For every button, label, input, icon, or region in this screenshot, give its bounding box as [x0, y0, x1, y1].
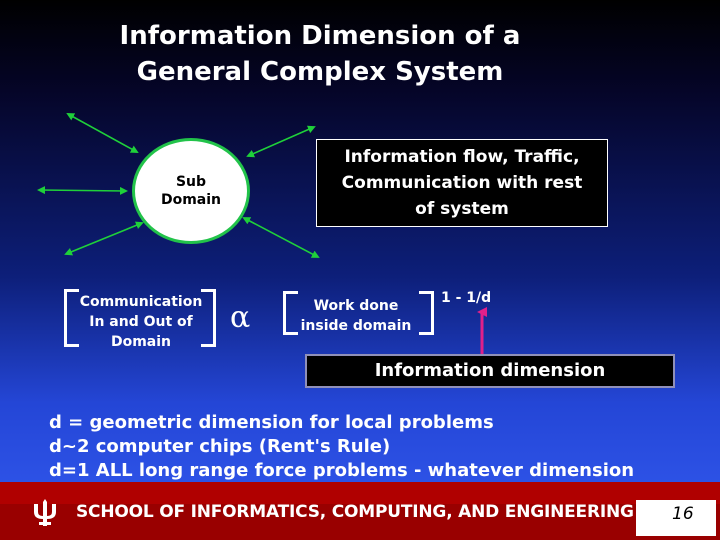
information-dimension-box: Information dimension: [305, 354, 675, 388]
information-flow-box: Information flow, Traffic, Communication…: [316, 139, 608, 227]
bullet-list: d = geometric dimension for local proble…: [49, 411, 634, 483]
infoflow-line-2: Communication with rest: [341, 173, 583, 193]
infoflow-line-1: Information flow, Traffic,: [344, 147, 580, 167]
communication-text: Communication In and Out of Domain: [76, 292, 206, 352]
sub-domain-circle: Sub Domain: [132, 138, 250, 244]
work-bracket-right: [419, 291, 434, 335]
arrow-top-right: [246, 125, 316, 158]
trident-icon: [34, 499, 56, 526]
title-line-2: General Complex System: [136, 57, 504, 87]
subdomain-line-2: Domain: [160, 192, 222, 208]
school-name: SCHOOL OF INFORMATICS, COMPUTING, AND EN…: [76, 502, 634, 522]
comm-line-3: Domain: [110, 334, 172, 350]
footer-top-stripe: [0, 482, 720, 504]
title-line-1: Information Dimension of a: [119, 21, 521, 51]
page-number: 16: [672, 504, 694, 524]
bullet-1: d = geometric dimension for local proble…: [49, 412, 494, 433]
arrow-left: [37, 186, 128, 195]
work-bracket-left: [283, 291, 298, 335]
comm-bracket-left: [64, 289, 79, 347]
proportional-symbol: α: [230, 300, 251, 335]
bullet-2: d~2 computer chips (Rent's Rule): [49, 436, 391, 457]
page-number-box: [636, 500, 716, 536]
exponent-label: 1 - 1/d: [441, 290, 492, 306]
work-done-text: Work done inside domain: [294, 296, 418, 336]
arrow-top-left: [66, 113, 139, 153]
bullet-3: d=1 ALL long range force problems - what…: [49, 460, 635, 481]
comm-line-2: In and Out of: [89, 314, 193, 330]
arrow-bottom-left: [64, 221, 144, 256]
arrow-bottom-right: [242, 217, 320, 258]
work-line-1: Work done: [313, 298, 399, 314]
slide-title: Information Dimension of a General Compl…: [0, 18, 640, 90]
subdomain-line-1: Sub: [175, 174, 207, 190]
arrows-diagram: [37, 113, 487, 354]
comm-bracket-right: [201, 289, 216, 347]
comm-line-1: Communication: [79, 294, 203, 310]
infoflow-line-3: of system: [415, 199, 509, 219]
work-line-2: inside domain: [300, 318, 412, 334]
slide: Information Dimension of a General Compl…: [0, 0, 720, 504]
